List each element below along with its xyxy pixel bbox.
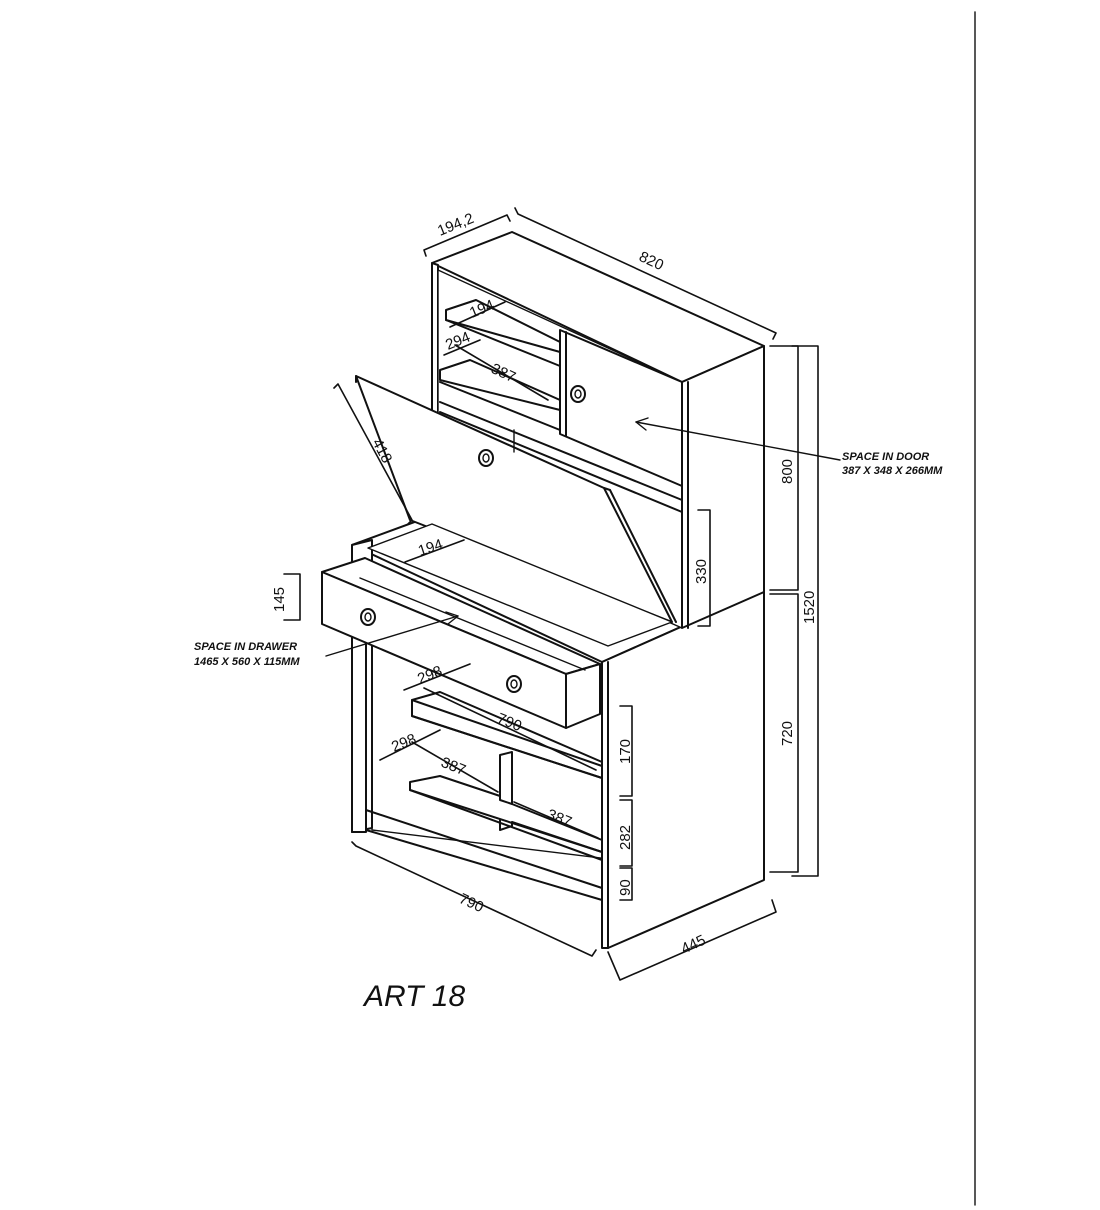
drawer-knob-left-inner bbox=[364, 612, 372, 622]
drawer-leader-arrowhead bbox=[445, 611, 459, 625]
drawer-space-label: SPACE IN DRAWER bbox=[194, 641, 297, 653]
dim-gap-170: 170 bbox=[617, 739, 634, 764]
dim-330-line bbox=[697, 509, 711, 627]
flap-knob bbox=[478, 449, 494, 467]
dim-gap-282: 282 bbox=[617, 825, 634, 850]
hutch-shelf-1-front bbox=[445, 319, 561, 367]
dim-base-depth: 445 bbox=[679, 932, 709, 958]
drawer bbox=[321, 557, 601, 729]
drawer-knob-right-inner bbox=[510, 679, 518, 689]
right-shelf-edge bbox=[511, 821, 603, 853]
dim-387-left-line bbox=[411, 741, 499, 793]
base-left-front-edge bbox=[351, 629, 367, 833]
drawer-leader-line bbox=[325, 615, 459, 657]
dim-base-height: 720 bbox=[779, 721, 796, 746]
dim-hutch-height: 800 bbox=[779, 459, 796, 484]
dim-desk-depth: 194 bbox=[416, 536, 445, 560]
door-space-size: 387 X 348 X 266MM bbox=[842, 465, 943, 477]
bottom-plinth-bottom bbox=[365, 829, 603, 901]
dim-1520-line bbox=[791, 345, 819, 877]
dim-shelf-194-line bbox=[449, 301, 506, 328]
annotations: SPACE IN DOOR 387 X 348 X 266MM SPACE IN… bbox=[194, 451, 943, 668]
dim-top-width-line bbox=[514, 207, 777, 340]
dim-base-width: 790 bbox=[456, 890, 486, 916]
hutch-bottom-shelf-front bbox=[439, 411, 683, 513]
flap-thickness bbox=[603, 487, 611, 491]
drawer-knob-left bbox=[360, 608, 376, 626]
dim-base-width-line bbox=[351, 841, 597, 957]
hutch-right-side bbox=[681, 345, 765, 629]
door-knob bbox=[570, 385, 586, 403]
flap-knob-inner bbox=[482, 453, 490, 463]
dim-drawer-height: 145 bbox=[271, 587, 288, 612]
bottom-shelf bbox=[409, 775, 603, 853]
flap-thickness-2 bbox=[609, 489, 677, 623]
dim-800-line bbox=[769, 345, 799, 591]
dim-170-line bbox=[619, 705, 633, 797]
desk-inner-shelf bbox=[367, 523, 673, 647]
dim-shelf-387-line bbox=[454, 344, 549, 401]
middle-shelf-front-edge bbox=[411, 715, 603, 779]
dim-hutch-clearance: 330 bbox=[693, 559, 710, 584]
dim-shelf-294-line bbox=[443, 339, 481, 356]
dim-790-shelf-line bbox=[423, 687, 597, 771]
hutch-bottom-shelf bbox=[439, 401, 683, 501]
dim-top-depth-line bbox=[423, 214, 511, 257]
middle-shelf-edge bbox=[411, 699, 603, 767]
drawer-knob-right bbox=[506, 675, 522, 693]
dim-top-depth: 194,2 bbox=[435, 210, 476, 240]
door-leader-arrowhead bbox=[635, 417, 649, 431]
dim-total-height: 1520 bbox=[801, 591, 818, 624]
dimension-lines bbox=[283, 207, 841, 981]
dim-282-line bbox=[619, 799, 633, 867]
door-space-label: SPACE IN DOOR bbox=[842, 451, 929, 463]
dim-298-upper-line bbox=[403, 663, 471, 691]
dim-flap-line bbox=[333, 383, 413, 525]
drawing-title: ART 18 bbox=[362, 980, 465, 1013]
drawer-side bbox=[565, 663, 601, 729]
bottom-shelf-front bbox=[409, 789, 603, 861]
hutch-shelf-2-front bbox=[439, 381, 561, 431]
writing-flap bbox=[355, 375, 677, 647]
dim-387-right-line bbox=[513, 801, 599, 839]
door-knob-inner bbox=[574, 389, 582, 399]
drawer-space-size: 1465 X 560 X 115MM bbox=[194, 656, 300, 668]
dim-298-lower-line bbox=[379, 729, 441, 761]
door-leader-line bbox=[635, 421, 841, 461]
dim-145-line bbox=[283, 573, 301, 621]
bottom-plinth-top bbox=[365, 809, 603, 889]
dim-gap-90: 90 bbox=[617, 879, 634, 896]
dim-desk-194-line bbox=[404, 539, 465, 563]
drawer-inner-line bbox=[359, 577, 586, 671]
dim-base-depth-line bbox=[607, 899, 777, 981]
dim-90-line bbox=[619, 867, 633, 901]
dim-720-line bbox=[769, 593, 799, 873]
hutch-door bbox=[559, 329, 683, 487]
